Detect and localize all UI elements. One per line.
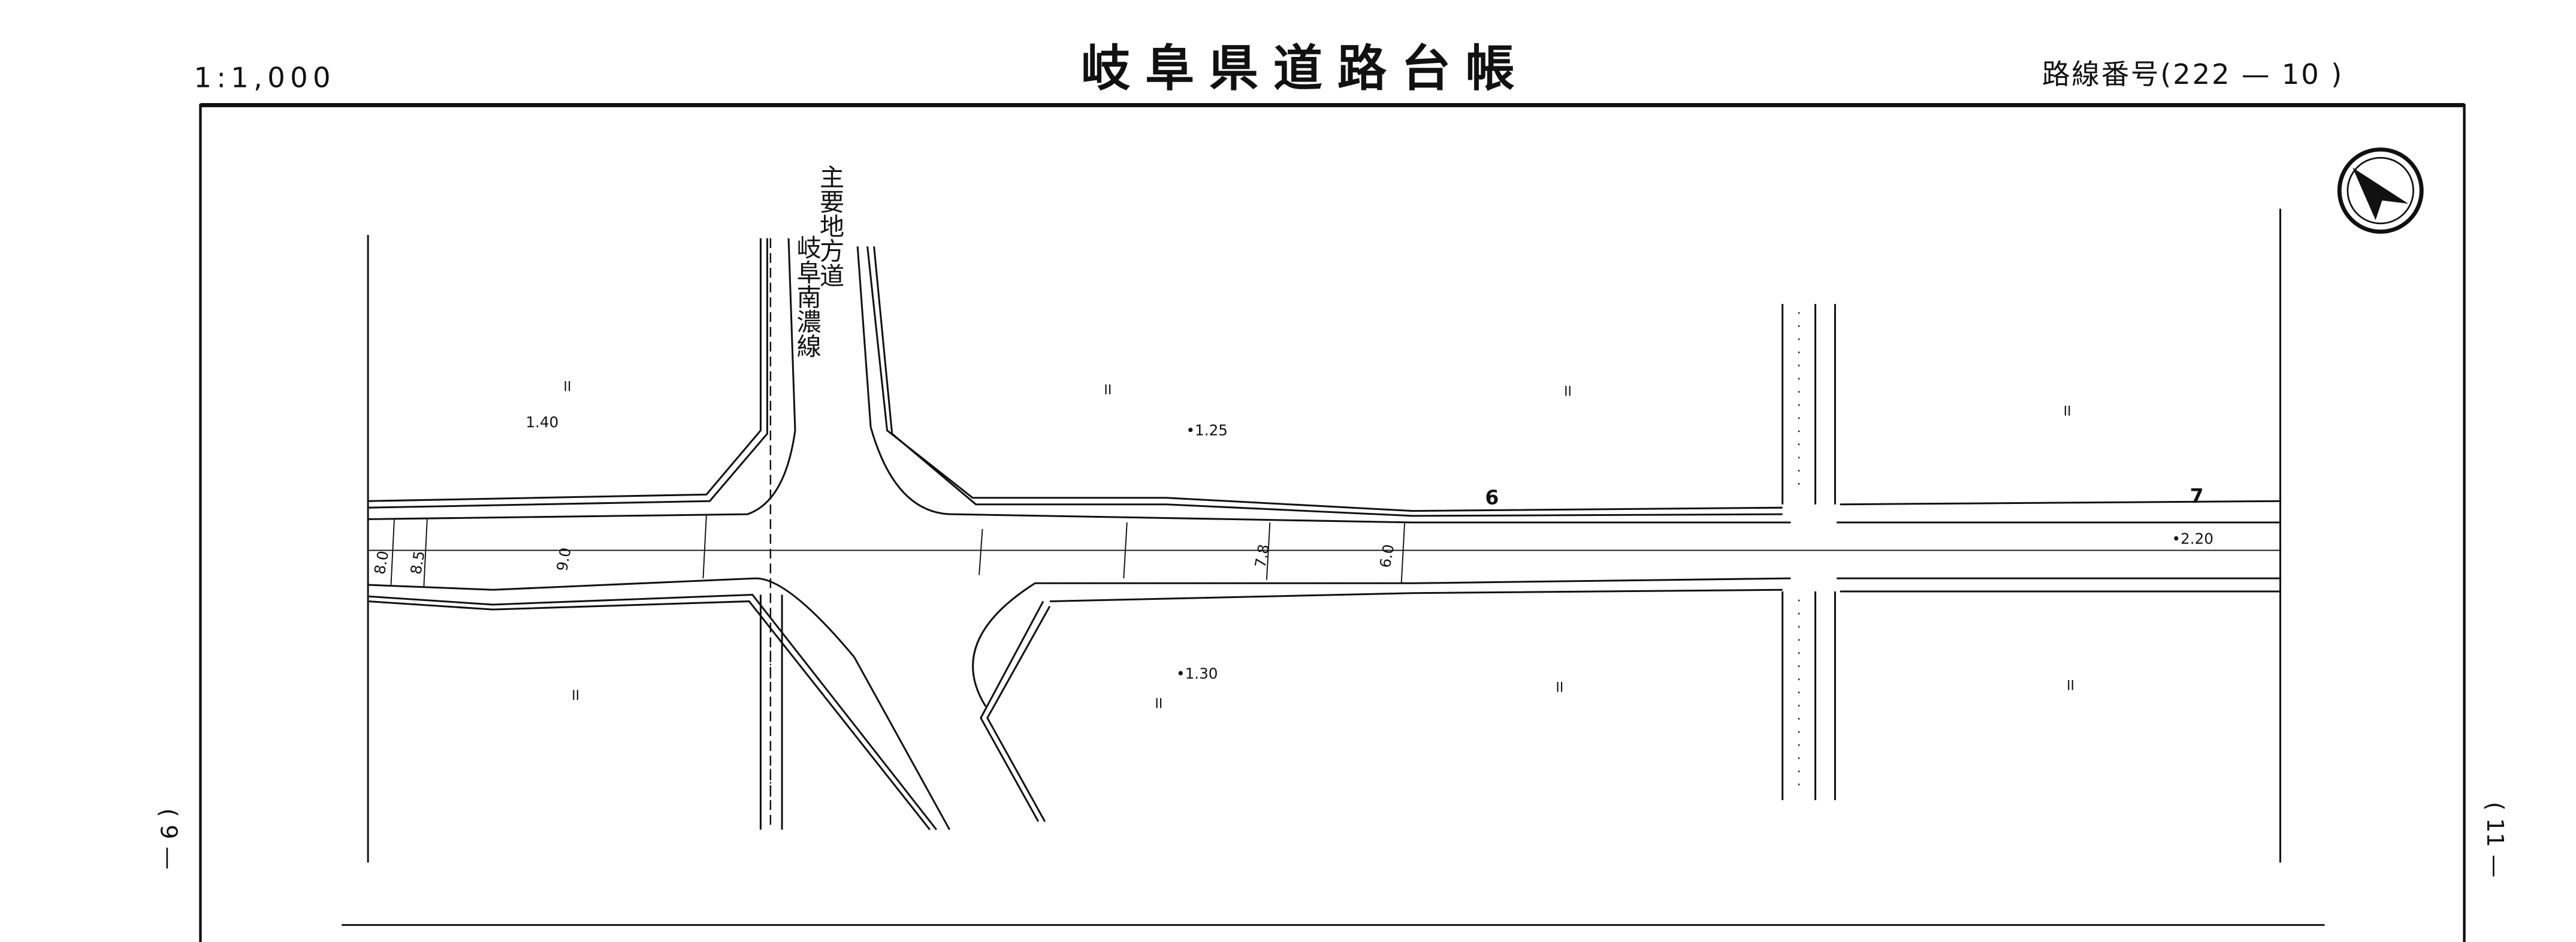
scale-label: 1:1,000 [194, 61, 336, 93]
field-symbols: II II II II II II II II [563, 380, 2074, 712]
width-label: 6.0 [1376, 543, 1397, 569]
width-label: 8.5 [407, 550, 428, 576]
svg-text:II: II [2067, 679, 2074, 694]
elevation-label: •2.20 [2172, 530, 2213, 548]
width-label: 8.0 [371, 550, 392, 576]
elevation-label: •1.30 [1176, 665, 1218, 682]
sheet-title: 岐阜県道路台帳 [1081, 41, 1529, 98]
svg-text:II: II [1564, 385, 1572, 400]
svg-text:II: II [1104, 383, 1112, 398]
road-plan [368, 238, 2281, 831]
svg-text:II: II [1155, 697, 1162, 712]
station-number: 6 [1485, 486, 1499, 509]
map-frame [199, 104, 2466, 942]
elevation-label: •1.25 [1186, 422, 1228, 439]
svg-text:II: II [2064, 404, 2071, 419]
width-label: 7.8 [1251, 543, 1272, 569]
svg-text:II: II [572, 689, 579, 704]
svg-text:主要地方道: 主要地方道 [816, 164, 844, 288]
right-page-mark: ( 11 — [2481, 802, 2508, 878]
station-number: 7 [2190, 484, 2204, 508]
svg-text:II: II [563, 380, 571, 395]
road-name-label: 主要地方道 岐阜南濃線 [792, 164, 844, 358]
width-label: 9.0 [553, 546, 574, 572]
svg-text:II: II [1556, 680, 1563, 695]
route-number: 路線番号(222 — 10 ) [2042, 58, 2344, 90]
left-page-mark: ( 9 — [155, 808, 182, 869]
svg-text:岐阜南濃線: 岐阜南濃線 [792, 235, 821, 358]
north-arrow-icon [2337, 147, 2424, 234]
elevation-label: 1.40 [526, 413, 558, 431]
